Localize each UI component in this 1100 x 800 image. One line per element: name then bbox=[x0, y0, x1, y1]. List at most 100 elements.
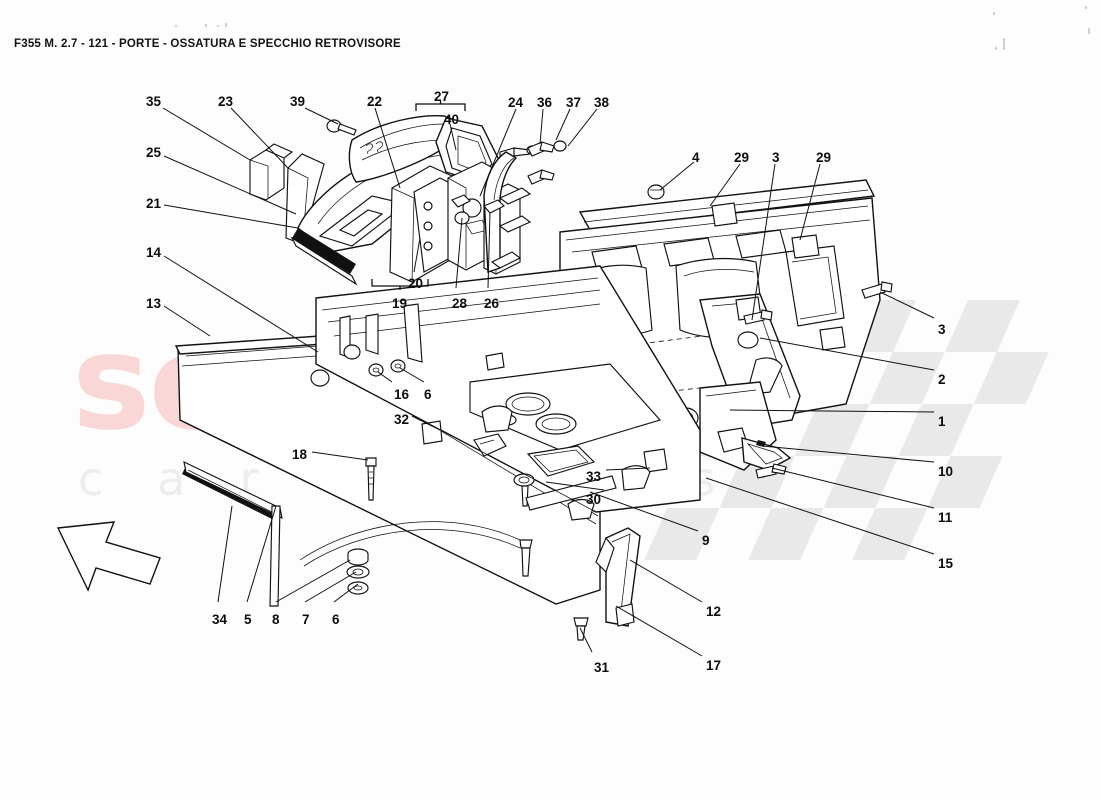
callout-number-32: 32 bbox=[394, 412, 410, 427]
leader-line-3 bbox=[879, 291, 935, 319]
callout-number-23: 23 bbox=[218, 94, 234, 109]
callout-number-9: 9 bbox=[702, 533, 710, 548]
leader-line-6 bbox=[399, 367, 425, 383]
leader-line-28 bbox=[455, 217, 463, 289]
callout-number-16: 16 bbox=[394, 387, 410, 402]
callout-number-5: 5 bbox=[244, 612, 252, 627]
callout-number-39: 39 bbox=[290, 94, 306, 109]
callout-number-18: 18 bbox=[292, 447, 308, 462]
leader-line-13 bbox=[163, 305, 211, 337]
leader-line-34 bbox=[217, 505, 233, 603]
part-1-2-door-frame bbox=[559, 179, 893, 471]
leader-line-5 bbox=[246, 505, 277, 603]
leader-line-10 bbox=[761, 445, 935, 463]
callout-number-20: 20 bbox=[408, 276, 424, 291]
leader-line-26 bbox=[487, 211, 491, 289]
callout-number-12: 12 bbox=[706, 604, 722, 619]
callout-number-7: 7 bbox=[302, 612, 310, 627]
leader-line-9 bbox=[589, 491, 699, 532]
part-31-bolt bbox=[573, 617, 589, 641]
part-5-8-7-6-washer-stack bbox=[269, 505, 370, 607]
part-36-37-38-fasteners bbox=[527, 140, 567, 185]
part-12-17-window-guide-trims bbox=[595, 527, 641, 627]
callout-number-22: 22 bbox=[367, 94, 383, 109]
leader-line-35 bbox=[162, 107, 251, 161]
callout-number-11: 11 bbox=[938, 510, 953, 525]
page-title: F355 M. 2.7 - 121 - PORTE - OSSATURA E S… bbox=[14, 38, 401, 50]
callout-number-14: 14 bbox=[146, 245, 162, 260]
callout-number-2: 2 bbox=[938, 372, 946, 387]
leader-line-31 bbox=[579, 627, 593, 653]
leader-line-1 bbox=[729, 409, 935, 413]
callout-number-37: 37 bbox=[566, 95, 582, 110]
callout-number-24: 24 bbox=[508, 95, 524, 110]
leader-line-29 bbox=[799, 163, 821, 241]
leader-line-4 bbox=[659, 161, 695, 191]
leader-line-37 bbox=[555, 108, 571, 141]
leader-line-40 bbox=[449, 123, 457, 151]
callout-number-25: 25 bbox=[146, 145, 162, 160]
callout-number-1: 1 bbox=[938, 414, 946, 429]
callout-number-19: 19 bbox=[392, 296, 408, 311]
callout-number-6: 6 bbox=[332, 612, 340, 627]
callout-number-26: 26 bbox=[484, 296, 500, 311]
part-9-door-inner-structure bbox=[310, 265, 701, 521]
leader-line-36 bbox=[539, 108, 544, 145]
callout-number-13: 13 bbox=[146, 296, 162, 311]
leader-line-11 bbox=[771, 467, 935, 509]
leader-line-7 bbox=[304, 571, 357, 603]
callout-number-38: 38 bbox=[594, 95, 610, 110]
callout-number-40: 40 bbox=[444, 112, 460, 127]
callout-number-17: 17 bbox=[706, 658, 722, 673]
leader-line-22 bbox=[374, 107, 401, 189]
leader-line-23 bbox=[230, 107, 289, 169]
leader-line-2 bbox=[759, 337, 935, 371]
part-10-11-striker bbox=[741, 437, 792, 479]
leader-line-29 bbox=[709, 163, 741, 207]
part-18-long-bolt bbox=[365, 457, 377, 501]
leader-line-17 bbox=[615, 605, 703, 657]
leader-line-6 bbox=[333, 583, 359, 603]
callout-number-8: 8 bbox=[272, 612, 280, 627]
callout-number-30: 30 bbox=[586, 492, 602, 507]
callout-number-15: 15 bbox=[938, 556, 954, 571]
part-35-trim-block bbox=[249, 143, 294, 201]
callout-number-10: 10 bbox=[938, 464, 954, 479]
callout-number-4: 4 bbox=[692, 150, 700, 165]
leader-line-38 bbox=[567, 108, 598, 147]
leader-line-14 bbox=[163, 255, 319, 353]
callout-number-6: 6 bbox=[424, 387, 432, 402]
callout-number-31: 31 bbox=[594, 660, 610, 675]
callout-number-21: 21 bbox=[146, 196, 162, 211]
leader-line-30 bbox=[545, 481, 605, 491]
callout-number-34: 34 bbox=[212, 612, 228, 627]
callout-number-36: 36 bbox=[537, 95, 553, 110]
arrow-upper-left-icon bbox=[56, 521, 161, 592]
callout-number-33: 33 bbox=[586, 469, 602, 484]
scan-artifacts bbox=[175, 6, 1090, 50]
callout-number-27: 27 bbox=[434, 89, 450, 104]
callout-number-29: 29 bbox=[734, 150, 750, 165]
leader-line-16 bbox=[377, 371, 393, 383]
leader-line-39 bbox=[304, 107, 339, 125]
leader-line-20 bbox=[413, 237, 421, 273]
leader-line-18 bbox=[311, 451, 369, 461]
callout-number-3: 3 bbox=[772, 150, 780, 165]
leader-line-21 bbox=[163, 204, 299, 229]
callout-number-35: 35 bbox=[146, 94, 162, 109]
callout-number-28: 28 bbox=[452, 296, 468, 311]
leader-line-24 bbox=[479, 108, 517, 197]
callout-number-29: 29 bbox=[816, 150, 832, 165]
leader-line-15 bbox=[705, 477, 935, 555]
leader-line-12 bbox=[629, 559, 703, 603]
part-39-pivot-pin bbox=[326, 119, 357, 136]
callout-leader-lines bbox=[162, 100, 935, 657]
leader-line-3 bbox=[751, 163, 776, 321]
leader-line-25 bbox=[163, 155, 297, 215]
part-15-bolt bbox=[519, 539, 533, 577]
leader-line-8 bbox=[275, 559, 351, 603]
leader-line-32 bbox=[411, 415, 441, 431]
callout-bracket-27 bbox=[415, 103, 466, 111]
